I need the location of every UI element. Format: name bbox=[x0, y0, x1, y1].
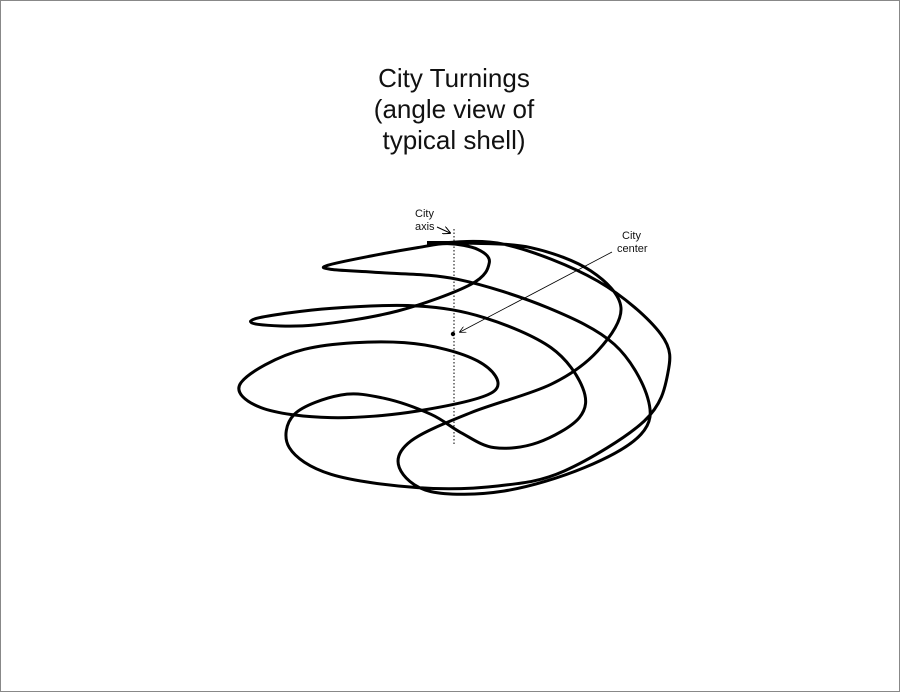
shell-left-loop bbox=[239, 342, 498, 418]
axis-arrow bbox=[436, 227, 450, 233]
axis-label-line-2: axis bbox=[415, 221, 435, 233]
center-label-line-2: center bbox=[617, 243, 648, 255]
city-center-dot bbox=[450, 331, 456, 337]
title-line-1: City Turnings bbox=[378, 63, 530, 93]
shell-main-curve bbox=[250, 241, 669, 494]
center-label-line-1: City bbox=[622, 230, 641, 242]
center-arrow bbox=[460, 251, 613, 332]
shell-curves bbox=[239, 241, 670, 494]
title-line-3: typical shell) bbox=[382, 125, 526, 155]
title-line-2: (angle view of bbox=[373, 94, 535, 124]
axis-label-line-1: City bbox=[415, 208, 434, 220]
diagram-title: City Turnings (angle view of typical she… bbox=[1, 63, 899, 156]
